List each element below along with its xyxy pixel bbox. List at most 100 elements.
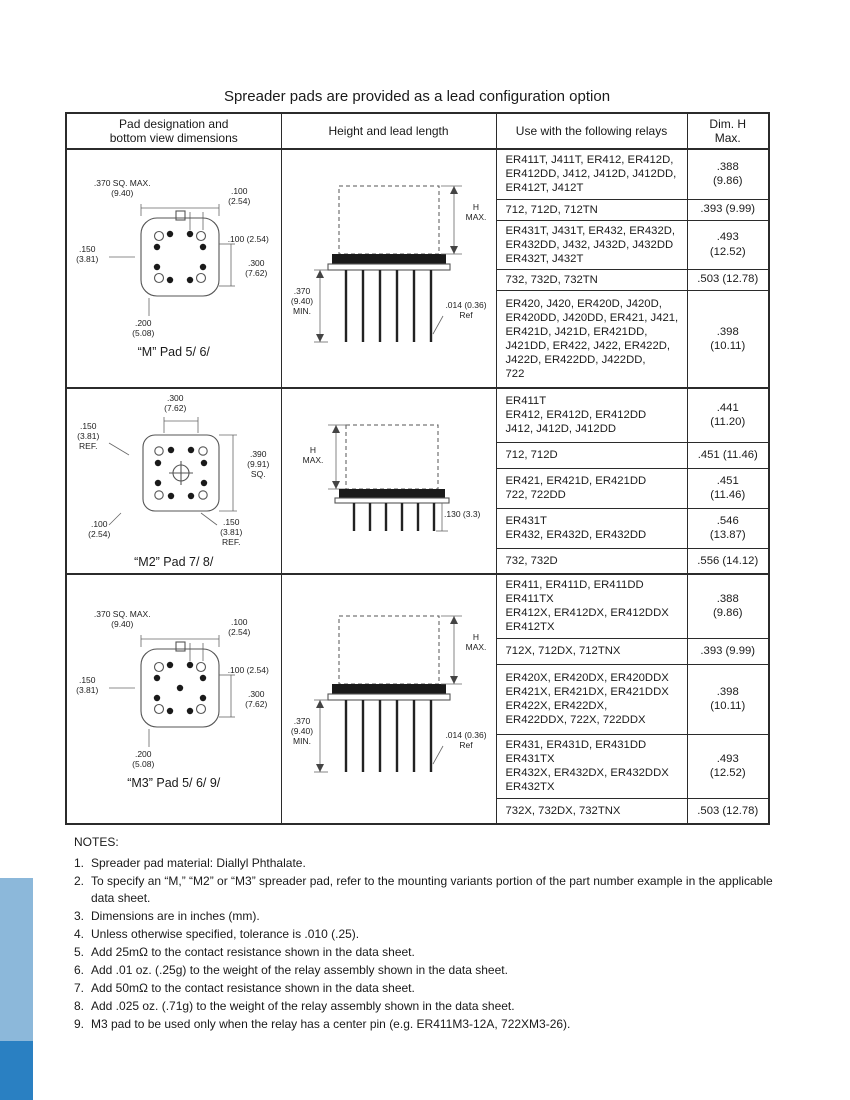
header-relays: Use with the following relays: [495, 112, 688, 150]
note-text: Unless otherwise specified, tolerance is…: [91, 927, 360, 942]
m-dim-100-top: .100 (2.54): [228, 186, 251, 207]
header-dim-h: Dim. H Max.: [686, 112, 770, 150]
note-item: 3. Dimensions are in inches (mm).: [74, 908, 782, 925]
note-text: Add 50mΩ to the contact resistance shown…: [91, 981, 415, 996]
table-row: ER420X, ER420DX, ER420DDX ER421X, ER421D…: [66, 663, 770, 735]
m3-pad-cell: .370 SQ. MAX. (9.40) .100 (2.54) .150 (3…: [65, 573, 282, 825]
m2-dim-100-bottom: .100 (2.54): [88, 519, 111, 540]
table-row: 732, 732D .556 (14.12): [66, 547, 770, 575]
m-dim-150-left: .150 (3.81): [76, 244, 99, 265]
note-item: 4. Unless otherwise specified, tolerance…: [74, 926, 782, 943]
m-pad-name-label: “M” Pad 5/ 6/: [137, 345, 210, 359]
m-dim-370-sq: .370 SQ. MAX. (9.40): [93, 178, 151, 199]
m3-dim-lead-ref: .014 (0.36) Ref: [445, 730, 487, 751]
relays-cell: ER411T ER412, ER412D, ER412DD J412, J412…: [495, 387, 688, 443]
m3-dim-300-right: .300 (7.62): [245, 688, 268, 709]
note-item: 2. To specify an “M,” “M2” or “M3” sprea…: [74, 873, 782, 907]
page-edge-tab-light: [0, 878, 33, 1041]
m2-pad-name-label: “M2” Pad 7/ 8/: [134, 555, 214, 569]
m-side-drawing-svg: [314, 185, 462, 342]
m3-dim-100-right: .100 (2.54): [227, 664, 269, 675]
m-dim-lead-min: .370 (9.40) MIN.: [290, 285, 314, 316]
relays-cell: 712, 712D: [495, 441, 688, 469]
dim-h-cell: .546 (13.87): [686, 507, 770, 549]
dim-h-cell: .388 (9.86): [686, 148, 770, 200]
note-item: 5. Add 25mΩ to the contact resistance sh…: [74, 944, 782, 961]
m-pad-bottom-view: .370 SQ. MAX. (9.40) .100 (2.54) .150 (3…: [69, 178, 278, 343]
m2-dim-lead-length: .130 (3.3): [444, 509, 481, 519]
relays-cell: ER411T, J411T, ER412, ER412D, ER412DD, J…: [495, 148, 688, 200]
note-text: M3 pad to be used only when the relay ha…: [91, 1017, 571, 1032]
dim-h-cell: .503 (12.78): [686, 797, 770, 825]
note-text: Add .025 oz. (.71g) to the weight of the…: [91, 999, 515, 1014]
note-text: Dimensions are in inches (mm).: [91, 909, 260, 924]
m-pad-drawing-svg: [109, 204, 236, 316]
spreader-pad-table: Pad designation and bottom view dimensio…: [65, 112, 770, 825]
table-row: .300 (7.62) .150 (3.81) REF. .390 (9.91)…: [65, 387, 770, 575]
dim-h-cell: .398 (10.11): [686, 663, 770, 735]
table-header-row: Pad designation and bottom view dimensio…: [65, 112, 770, 150]
table-row: ER431T ER432, ER432D, ER432DD .546 (13.8…: [66, 507, 770, 549]
relays-cell: ER411, ER411D, ER411DD ER411TX ER412X, E…: [495, 573, 688, 639]
relays-cell: ER431T, J431T, ER432, ER432D, ER432DD, J…: [495, 219, 688, 270]
dim-h-cell: .451 (11.46): [686, 441, 770, 469]
relays-cell: 732X, 732DX, 732TNX: [495, 797, 688, 825]
dim-h-cell: .398 (10.11): [686, 289, 770, 389]
m3-pad-drawing-svg: [109, 634, 236, 747]
dim-h-cell: .556 (14.12): [686, 547, 770, 575]
m2-dim-390-sq: .390 (9.91) SQ.: [247, 449, 270, 480]
note-number: 7.: [74, 981, 85, 996]
m3-dim-370-sq: .370 SQ. MAX. (9.40): [93, 608, 151, 629]
header-pad-designation: Pad designation and bottom view dimensio…: [65, 112, 282, 150]
m-dim-200-bottom: .200 (5.08): [132, 318, 155, 339]
m-side-view: H MAX. .370 (9.40) MIN. .014 (0.36) Ref: [284, 174, 493, 364]
dim-h-cell: .503 (12.78): [686, 268, 770, 291]
note-number: 4.: [74, 927, 85, 942]
relays-cell: 712X, 712DX, 712TNX: [495, 637, 688, 665]
note-number: 5.: [74, 945, 85, 960]
m2-side-drawing-svg: [328, 424, 450, 532]
m2-pad-bottom-view: .300 (7.62) .150 (3.81) REF. .390 (9.91)…: [69, 393, 278, 553]
note-item: 7. Add 50mΩ to the contact resistance sh…: [74, 980, 782, 997]
dim-h-cell: .493 (12.52): [686, 219, 770, 270]
m-dim-lead-ref: .014 (0.36) Ref: [445, 299, 487, 320]
note-number: 8.: [74, 999, 85, 1014]
m2-dim-150-left: .150 (3.81) REF.: [77, 421, 100, 452]
table-row: ER431, ER431D, ER431DD ER431TX ER432X, E…: [66, 733, 770, 799]
note-number: 1.: [74, 856, 85, 871]
m3-pad-name-label: “M3” Pad 5/ 6/ 9/: [127, 775, 221, 790]
note-number: 3.: [74, 909, 85, 924]
note-item: 1. Spreader pad material: Diallyl Phthal…: [74, 855, 782, 872]
dim-h-cell: .441 (11.20): [686, 387, 770, 443]
dim-h-cell: .393 (9.99): [686, 198, 770, 221]
m-dim-100-right: .100 (2.54): [227, 234, 269, 244]
m2-pad-cell: .300 (7.62) .150 (3.81) REF. .390 (9.91)…: [65, 387, 282, 575]
note-item: 8. Add .025 oz. (.71g) to the weight of …: [74, 998, 782, 1015]
m-dim-300-right: .300 (7.62): [245, 258, 268, 279]
relays-cell: 732, 732D, 732TN: [495, 268, 688, 291]
relays-cell: ER420, J420, ER420D, J420D, ER420DD, J42…: [495, 289, 688, 389]
header-height-lead: Height and lead length: [280, 112, 497, 150]
note-number: 9.: [74, 1017, 85, 1032]
notes-section: NOTES: 1. Spreader pad material: Diallyl…: [74, 834, 782, 1034]
m2-side-cell: H MAX. .130 (3.3): [280, 387, 497, 575]
table-row: 712X, 712DX, 712TNX .393 (9.99): [66, 637, 770, 665]
relays-cell: ER420X, ER420DX, ER420DDX ER421X, ER421D…: [495, 663, 688, 735]
dim-h-cell: .388 (9.86): [686, 573, 770, 639]
note-item: 9. M3 pad to be used only when the relay…: [74, 1016, 782, 1033]
dim-h-cell: .493 (12.52): [686, 733, 770, 799]
table-row: .370 SQ. MAX. (9.40) .100 (2.54) .150 (3…: [65, 148, 770, 389]
m3-dim-200-bottom: .200 (5.08): [132, 748, 155, 769]
m2-side-view: H MAX. .130 (3.3): [284, 411, 493, 551]
m3-dim-h-max: H MAX.: [465, 632, 487, 653]
note-text: Spreader pad material: Diallyl Phthalate…: [91, 856, 306, 871]
m3-side-cell: H MAX. .370 (9.40) MIN. .014 (0.36) Ref: [280, 573, 497, 825]
m3-side-view: H MAX. .370 (9.40) MIN. .014 (0.36) Ref: [284, 604, 493, 794]
m3-dim-lead-min: .370 (9.40) MIN.: [290, 716, 314, 747]
note-number: 2.: [74, 874, 85, 889]
note-number: 6.: [74, 963, 85, 978]
table-row: 732X, 732DX, 732TNX .503 (12.78): [66, 797, 770, 825]
dim-h-cell: .393 (9.99): [686, 637, 770, 665]
m3-pad-bottom-view: .370 SQ. MAX. (9.40) .100 (2.54) .150 (3…: [69, 609, 278, 774]
relays-cell: 732, 732D: [495, 547, 688, 575]
